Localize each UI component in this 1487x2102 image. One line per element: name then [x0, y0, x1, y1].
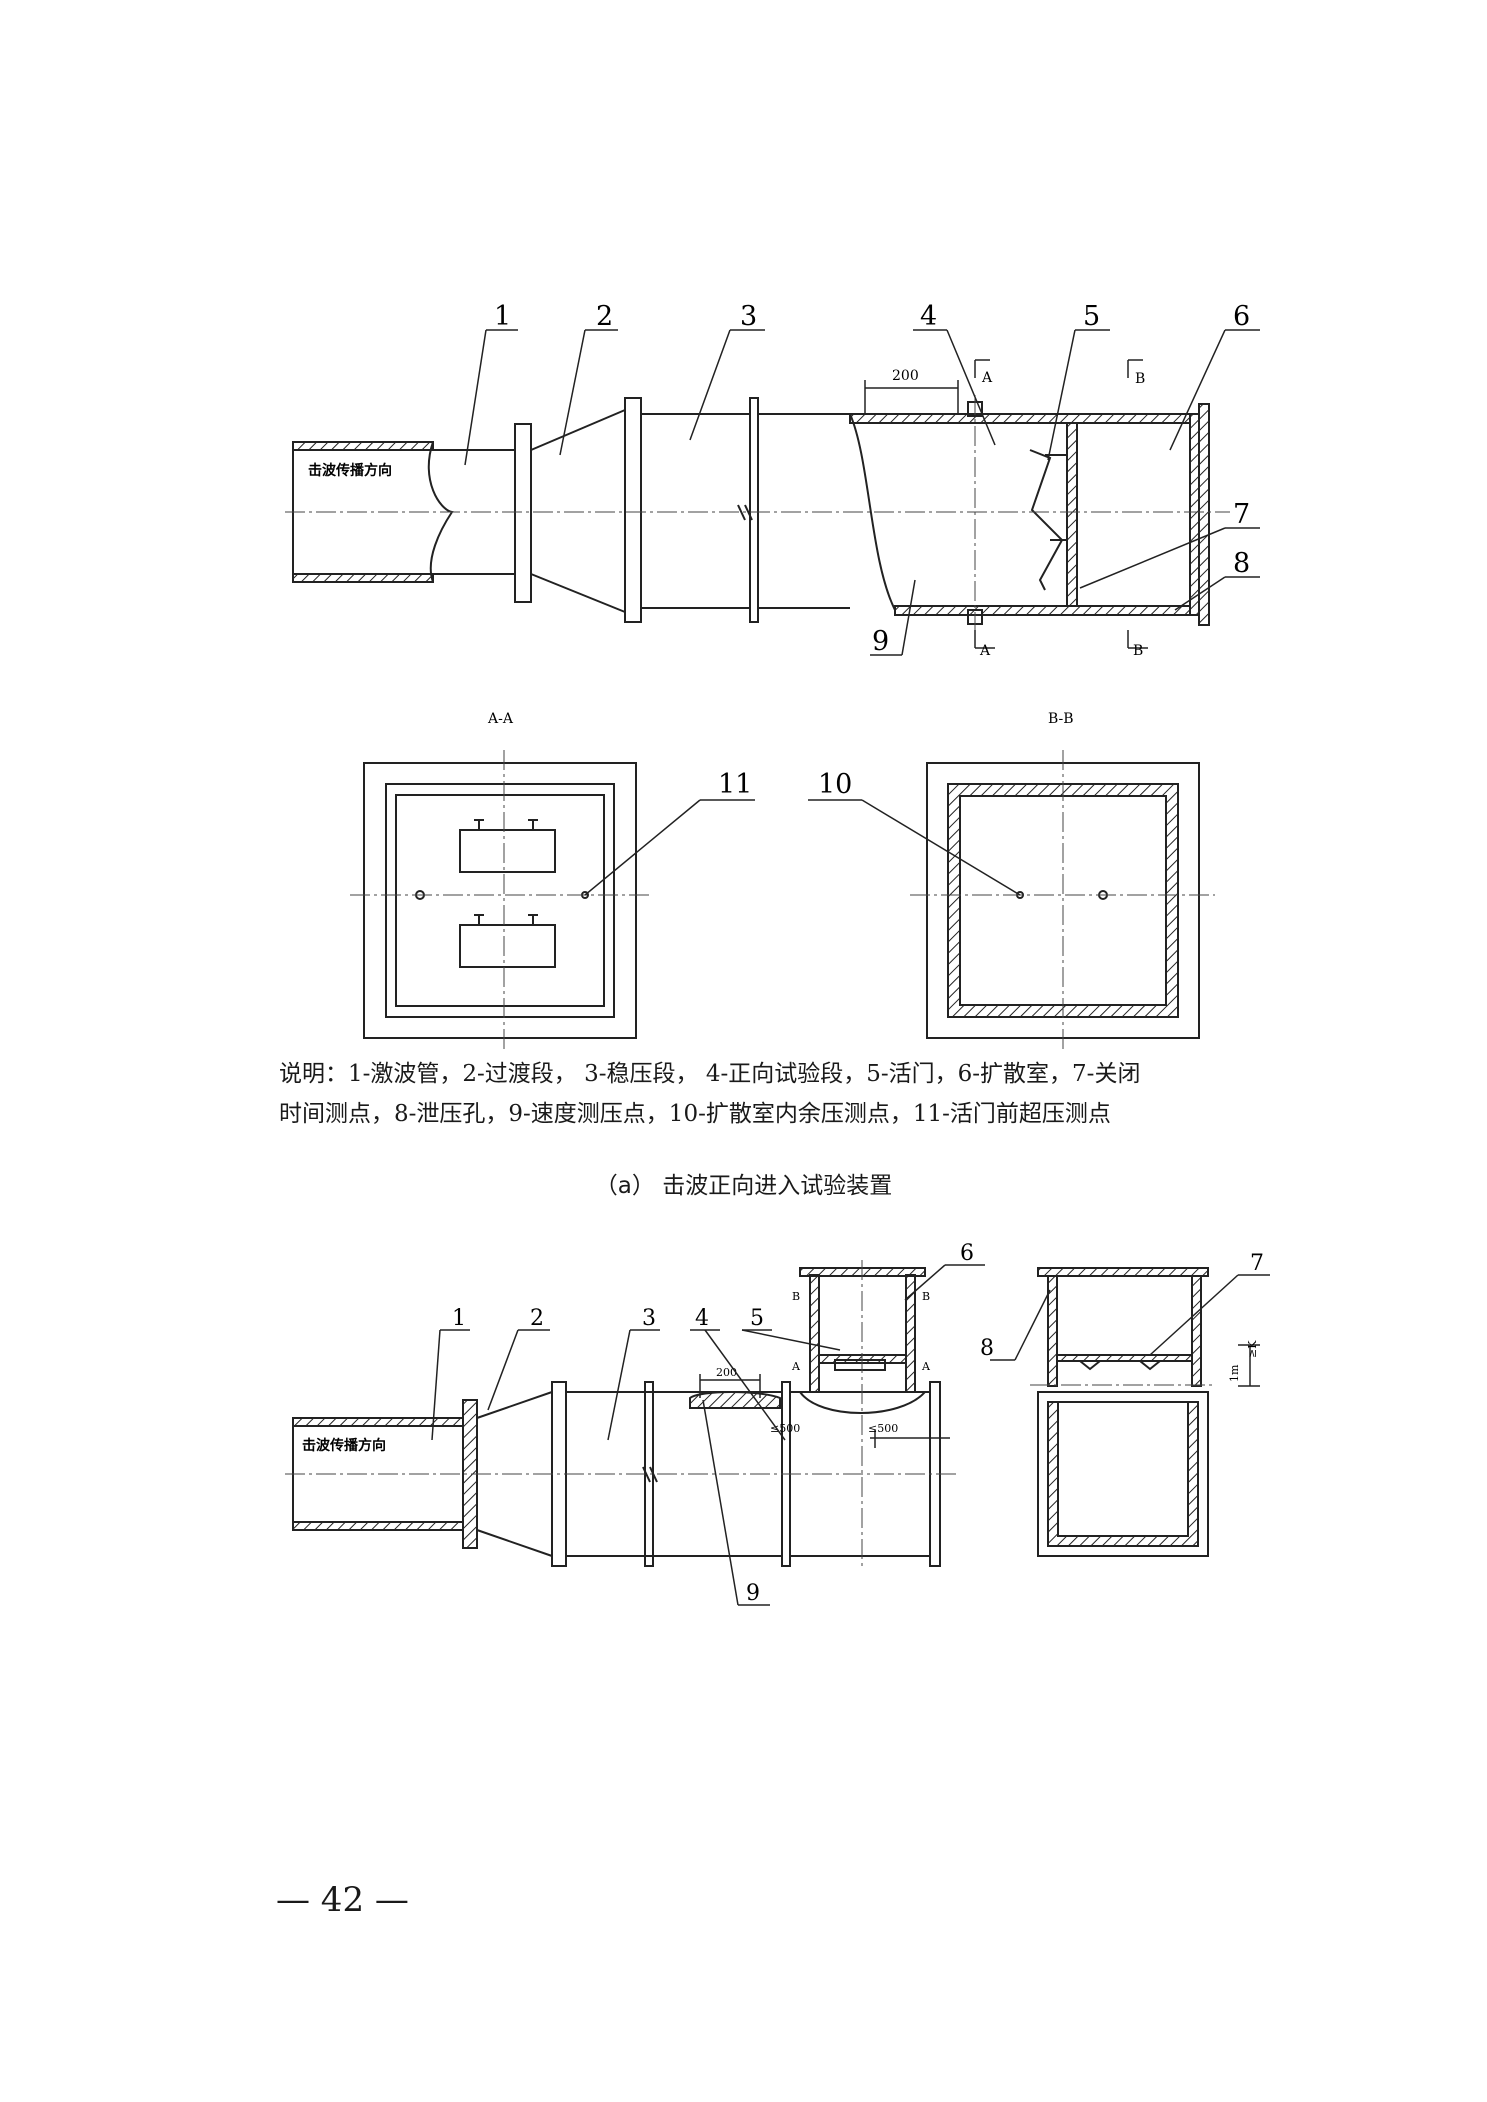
- dim-500-b2: ≤500: [868, 1422, 898, 1435]
- callout-a-2: 2: [596, 301, 613, 332]
- section-bb-title: B-B: [1048, 711, 1074, 727]
- dim-200-b: 200: [716, 1366, 737, 1379]
- callout-a-7: 7: [1233, 499, 1250, 530]
- section-mark-a-b1: A: [791, 1360, 801, 1373]
- callout-b-3: 3: [642, 1306, 656, 1331]
- section-mark-a-bottom: A: [979, 643, 991, 659]
- dim-side-b: ≥K: [1246, 1340, 1259, 1358]
- section-mark-a-b2: A: [921, 1360, 931, 1373]
- callout-11: 11: [718, 769, 752, 800]
- callout-a-1: 1: [494, 301, 511, 332]
- dim-side2-b: 1m: [1228, 1364, 1241, 1382]
- callout-b-9: 9: [746, 1581, 760, 1606]
- section-mark-a-top: A: [981, 370, 993, 386]
- callout-a-3: 3: [740, 301, 757, 332]
- page-number: — 42 —: [276, 1880, 409, 1920]
- section-aa-title: A-A: [487, 711, 514, 727]
- callout-b-4: 4: [695, 1306, 709, 1331]
- callout-a-4: 4: [920, 301, 937, 332]
- callout-a-5: 5: [1083, 301, 1100, 332]
- callout-a-6: 6: [1233, 301, 1250, 332]
- section-mark-b-b2: B: [922, 1290, 930, 1303]
- direction-label-b: 击波传播方向: [302, 1437, 386, 1454]
- callout-b-5: 5: [750, 1306, 764, 1331]
- legend-line-2: 时间测点，8-泄压孔，9-速度测压点，10-扩散室内余压测点，11-活门前超压测…: [279, 1101, 1111, 1127]
- callout-a-9: 9: [872, 626, 889, 657]
- dim-500-b1: ≤500: [770, 1422, 800, 1435]
- callout-a-8: 8: [1233, 548, 1250, 579]
- callout-b-2: 2: [530, 1306, 544, 1331]
- section-mark-b-bottom: B: [1133, 643, 1143, 659]
- legend-line-1: 说明：1-激波管，2-过渡段， 3-稳压段， 4-正向试验段，5-活门，6-扩散…: [279, 1061, 1141, 1087]
- section-mark-b-b1: B: [792, 1290, 800, 1303]
- dim-200-a: 200: [892, 368, 919, 384]
- section-mark-b-top: B: [1135, 371, 1145, 387]
- callout-b-7: 7: [1250, 1251, 1264, 1276]
- figure-a-caption: （a） 击波正向进入试验装置: [594, 1173, 893, 1199]
- callout-10: 10: [818, 769, 852, 800]
- callout-b-1: 1: [452, 1306, 466, 1331]
- callout-b-8: 8: [980, 1336, 994, 1361]
- callout-b-6: 6: [960, 1241, 974, 1266]
- direction-label-a: 击波传播方向: [308, 462, 392, 479]
